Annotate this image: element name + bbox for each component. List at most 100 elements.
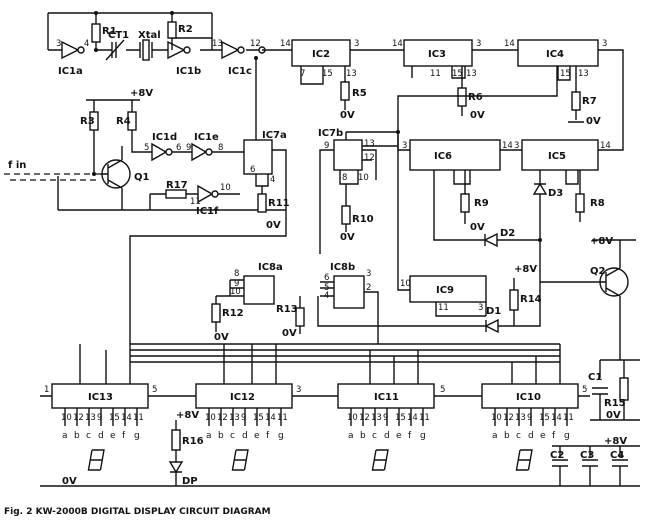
figure-caption: Fig. 2 KW-2000B DIGITAL DISPLAY CIRCUIT …	[4, 507, 271, 517]
supply-0v-label: 0V	[340, 110, 355, 121]
ic2-chip	[291, 39, 351, 67]
pin-number: 8	[234, 269, 239, 279]
d1-label: D1	[486, 306, 501, 317]
decoder-pin-number: 12	[73, 413, 84, 423]
segment-label: c	[516, 431, 521, 441]
pin-number: 13	[364, 139, 375, 149]
segment-label: g	[134, 431, 140, 441]
r16-resistor	[171, 429, 181, 451]
decoder-pin-number: 10	[61, 413, 72, 423]
segment-label: b	[504, 431, 510, 441]
pin-number: 7	[300, 69, 305, 79]
segment-label: e	[540, 431, 546, 441]
ic1f-label: IC1f	[196, 206, 219, 217]
r3-resistor	[89, 111, 99, 131]
decoder-pin-number: 12	[503, 413, 514, 423]
r15-label: R15	[604, 398, 626, 409]
pin-number: 3	[476, 39, 481, 49]
pin-number: 14	[600, 141, 611, 151]
r14-label: R14	[520, 294, 542, 305]
r5-resistor	[340, 81, 350, 101]
seven-segment-digit	[371, 449, 389, 471]
decoder-pin-number: 11	[133, 413, 144, 423]
c1-capacitor	[590, 387, 640, 421]
r6-resistor	[457, 87, 467, 107]
decoder-pin-number: 11	[277, 413, 288, 423]
pin-number: 9	[186, 143, 191, 153]
pin-number: 12	[364, 153, 375, 163]
decoder-pin-number: 9	[97, 413, 102, 423]
ic2-label: IC2	[312, 49, 330, 60]
decoder-pin-number: 13	[85, 413, 96, 423]
segment-label: e	[110, 431, 116, 441]
supply-8v-label: +8V	[590, 236, 613, 247]
segment-label: c	[86, 431, 91, 441]
pin-number: 15	[560, 69, 571, 79]
c1-label: C1	[588, 372, 602, 383]
ic7a-label: IC7a	[262, 130, 287, 141]
segment-label: b	[218, 431, 224, 441]
d3-diode	[532, 182, 548, 195]
ic4-chip	[517, 39, 599, 67]
pin-number: 10	[220, 183, 231, 193]
ic1e-label: IC1e	[194, 132, 219, 143]
pin-number: 5	[440, 385, 445, 395]
supply-8v-label: +8V	[604, 436, 627, 447]
r4-resistor	[127, 111, 137, 131]
supply-0v-label: 0V	[266, 220, 281, 231]
pin-number: 9	[324, 141, 329, 151]
supply-0v-label: 0V	[470, 110, 485, 121]
ic7b-chip	[333, 139, 363, 171]
ic5-ic6-section	[397, 66, 599, 296]
r9-resistor	[460, 193, 470, 213]
pin-number: 5	[144, 143, 149, 153]
segment-label: a	[62, 431, 68, 441]
decoder-pin-number: 10	[347, 413, 358, 423]
c2-capacitor	[552, 459, 568, 486]
ic8a-label: IC8a	[258, 262, 283, 273]
ic4-label: IC4	[546, 49, 564, 60]
decoder-pin-number: 15	[539, 413, 550, 423]
supply-0v-label: 0V	[214, 332, 229, 343]
pin-number: 3	[296, 385, 301, 395]
pin-number: 15	[452, 69, 463, 79]
oscillator-section	[47, 11, 266, 140]
r1-resistor	[91, 23, 101, 43]
control-section	[211, 130, 541, 344]
pin-number: 11	[438, 303, 449, 313]
ic1c-inverter	[221, 40, 240, 60]
pin-number: 5	[152, 385, 157, 395]
c2-label: C2	[550, 450, 564, 461]
segment-label: a	[492, 431, 498, 441]
pin-number: 10	[230, 287, 241, 297]
ic5-label: IC5	[548, 151, 566, 162]
supply-0v-label: 0V	[606, 410, 621, 421]
d1-diode	[484, 318, 499, 334]
ic5-chip	[521, 139, 599, 171]
c3-label: C3	[580, 450, 594, 461]
segment-label: b	[74, 431, 80, 441]
ic1b-label: IC1b	[176, 66, 201, 77]
r8-label: R8	[590, 198, 605, 209]
r2-label: R2	[178, 24, 193, 35]
pin-number: 5	[582, 385, 587, 395]
pin-number: 3	[366, 269, 371, 279]
ic12-label: IC12	[230, 392, 255, 403]
input-section	[4, 99, 287, 344]
decoder-pin-number: 15	[253, 413, 264, 423]
r17-resistor	[165, 189, 187, 199]
pin-number: 3	[514, 141, 519, 151]
ic8b-label: IC8b	[330, 262, 355, 273]
ic1a-label: IC1a	[58, 66, 83, 77]
decoder-pin-number: 12	[359, 413, 370, 423]
pin-number: 3	[602, 39, 607, 49]
r14-resistor	[509, 289, 519, 311]
segment-label: g	[564, 431, 570, 441]
r3-label: R3	[80, 116, 95, 127]
r4-label: R4	[116, 116, 131, 127]
segment-label: f	[552, 431, 556, 441]
supply-0v-label: 0V	[340, 232, 355, 243]
pin-number: 6	[176, 143, 181, 153]
decoder-pin-number: 13	[229, 413, 240, 423]
